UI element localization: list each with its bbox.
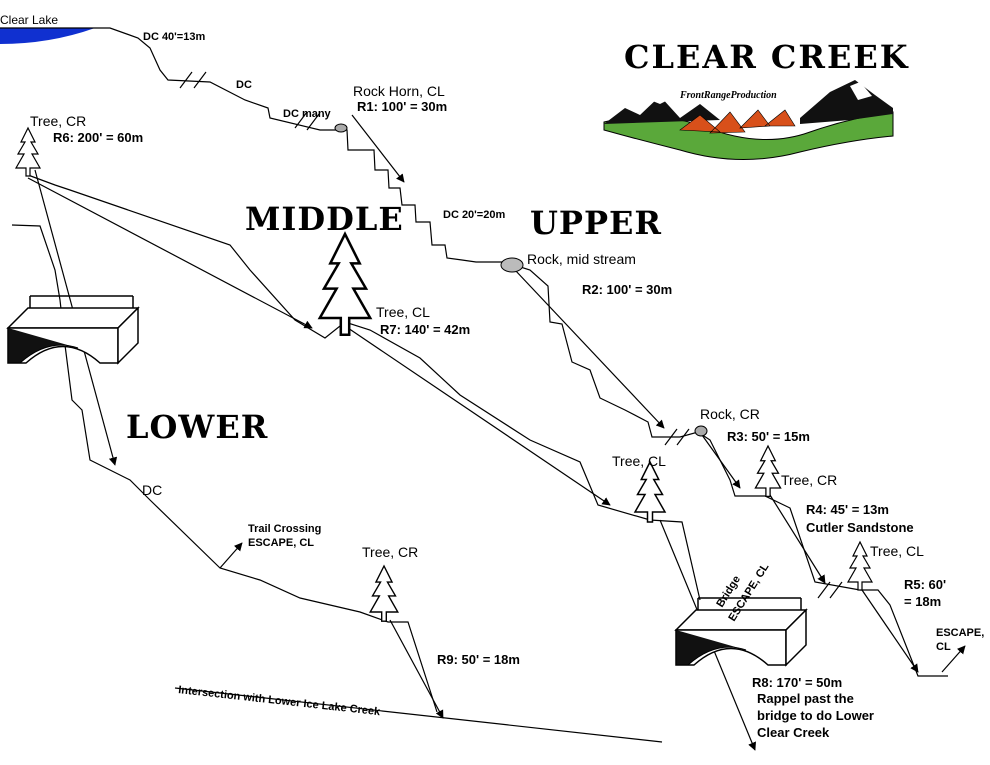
label-escape-r5-a: ESCAPE, (936, 627, 984, 639)
label-tree-mid: Tree, CL (612, 453, 666, 469)
rock-mid-stream-icon (500, 257, 524, 273)
tree-r4-icon (754, 445, 782, 498)
label-dc-40: DC 40'=13m (143, 31, 205, 43)
label-dc-many: DC many (283, 108, 332, 120)
label-tree-r4: Tree, CR (781, 472, 837, 488)
section-middle: MIDDLE (245, 200, 404, 238)
label-r7: R7: 140' = 42m (380, 322, 470, 337)
label-tree-r6: Tree, CR (30, 113, 86, 129)
tree-r9-icon (369, 565, 399, 622)
r2-rappel-arrow (514, 269, 665, 429)
label-r3: R3: 50' = 15m (727, 429, 810, 444)
rock-cr-icon (694, 425, 708, 437)
label-r8-a: R8: 170' = 50m (752, 675, 842, 690)
r7-rappel-arrow (347, 327, 611, 506)
r6-run-arrow (27, 177, 313, 329)
tree-mid-icon (634, 461, 666, 523)
lower-creek-line (11, 224, 438, 713)
label-tree-r5: Tree, CL (870, 543, 924, 559)
label-r8-d: Clear Creek (757, 725, 830, 740)
label-r8-b: Rappel past the (757, 691, 854, 706)
label-r9: R9: 50' = 18m (437, 652, 520, 667)
label-dc-20: DC 20'=20m (443, 209, 505, 221)
rock-horn-icon (334, 123, 348, 133)
label-tree-r9: Tree, CR (362, 544, 418, 560)
label-r8-c: bridge to do Lower (757, 708, 874, 723)
label-r4: R4: 45' = 13m (806, 502, 889, 517)
tree-r5-icon (847, 541, 873, 591)
label-dc: DC (236, 79, 252, 91)
section-upper: UPPER (530, 204, 662, 242)
label-clear-lake: Clear Lake (0, 13, 58, 27)
tree-r7-icon (318, 232, 372, 337)
label-intersection: Intersection with Lower Ice Lake Creek (178, 684, 382, 718)
label-rock-horn: Rock Horn, CL (353, 83, 445, 99)
label-rock-cr: Rock, CR (700, 406, 760, 422)
label-r6: R6: 200' = 60m (53, 130, 143, 145)
label-r5-b: = 18m (904, 594, 941, 609)
bridge-icon-left (7, 295, 139, 364)
downclimb-hash-marks (179, 71, 843, 599)
r4-rappel-arrow (769, 494, 826, 584)
label-tree-r7: Tree, CL (376, 304, 430, 320)
middle-creek-line (27, 174, 701, 601)
r1-rappel-arrow (351, 114, 405, 183)
label-r1: R1: 100' = 30m (357, 99, 447, 114)
r5-escape-arrow (941, 645, 966, 673)
trail-escape-arrow (219, 542, 243, 569)
r5-rappel-arrow (861, 589, 919, 673)
label-escape-r5-b: CL (936, 641, 951, 653)
r3-rappel-arrow (701, 434, 741, 489)
label-trail-crossing: Trail Crossing (248, 523, 321, 535)
section-lower: LOWER (126, 408, 268, 446)
intersection-line (174, 687, 663, 743)
upper-creek-line (0, 27, 948, 677)
label-r2: R2: 100' = 30m (582, 282, 672, 297)
label-rock-mid: Rock, mid stream (527, 251, 636, 267)
r9-rappel-arrow (389, 619, 444, 719)
clear-lake-water (0, 28, 95, 44)
label-dc-lower: DC (142, 482, 162, 498)
map-title: CLEAR CREEK (624, 38, 910, 76)
label-cutler: Cutler Sandstone (806, 520, 914, 535)
producer-credit: FrontRangeProduction (679, 90, 777, 101)
tree-r6-icon (15, 127, 41, 177)
label-r5-a: R5: 60' (904, 577, 946, 592)
label-trail-escape: ESCAPE, CL (248, 537, 314, 549)
clear-creek-logo-art (603, 80, 894, 160)
